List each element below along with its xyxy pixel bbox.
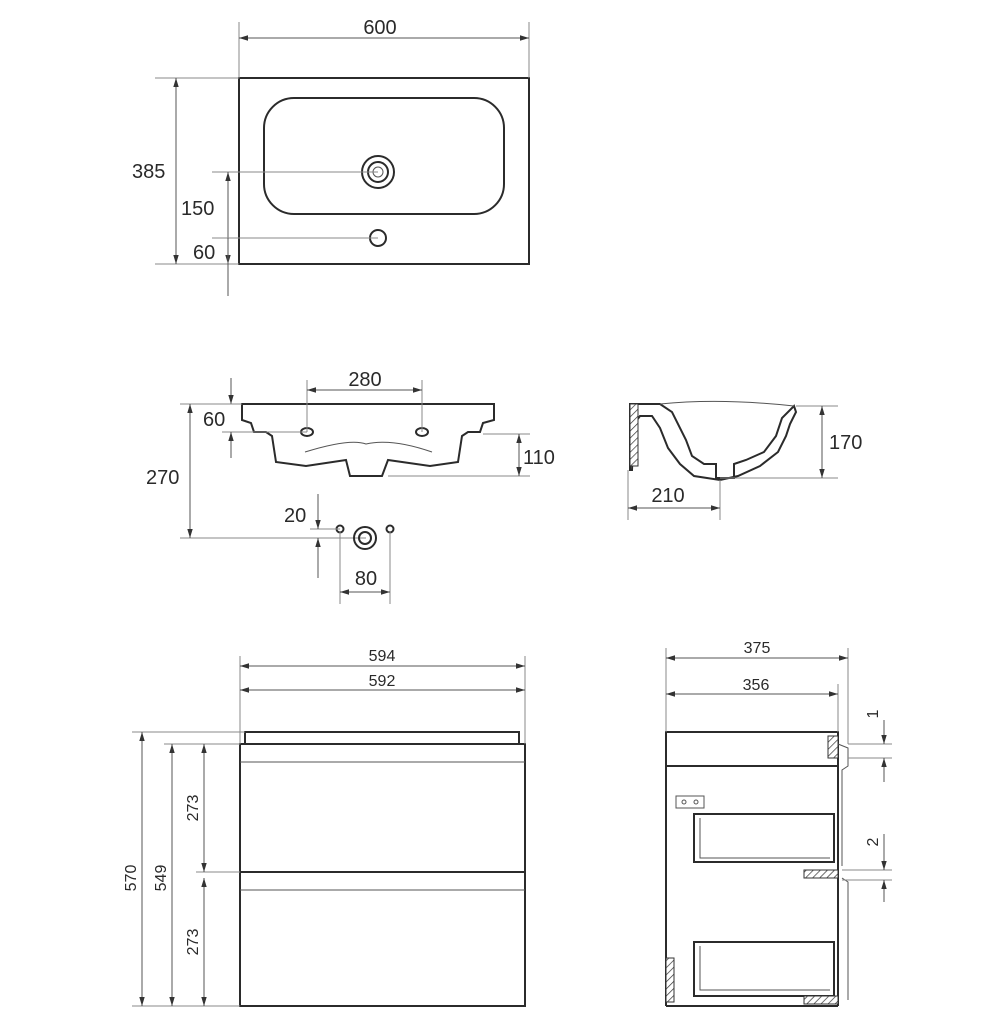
cabinet-top-panel bbox=[244, 731, 520, 745]
cabinet-total-height-label: 570 bbox=[123, 865, 140, 892]
drain-detail-inner bbox=[358, 531, 372, 545]
gap-top-label: 1 bbox=[865, 709, 882, 718]
lower-drawer-height-label: 273 bbox=[185, 929, 202, 956]
mount-spacing-label: 280 bbox=[348, 369, 381, 391]
cabinet-lower-drawer bbox=[239, 871, 526, 1007]
mount-height-label: 60 bbox=[203, 409, 225, 431]
cabinet-upper-drawer bbox=[239, 743, 526, 873]
basin-outline bbox=[238, 77, 530, 265]
gap-middle-label: 2 bbox=[865, 837, 882, 846]
drain-spacing-label: 80 bbox=[355, 568, 377, 590]
outer-depth-label: 375 bbox=[744, 640, 771, 657]
outer-width-label: 594 bbox=[369, 648, 396, 665]
inner-depth-label: 356 bbox=[743, 677, 770, 694]
basin-top-view: 600 385 150 60 bbox=[132, 17, 530, 296]
basin-section-outline bbox=[629, 403, 798, 482]
total-height-label: 270 bbox=[146, 467, 179, 489]
basin-section-wall-hatch bbox=[629, 403, 639, 467]
section-height-label: 170 bbox=[829, 432, 862, 454]
basin-front-outline bbox=[241, 403, 495, 477]
drain-distance-label: 210 bbox=[651, 485, 684, 507]
side-lower-drawer bbox=[693, 941, 835, 997]
cabinet-side-view: 375 356 1 2 bbox=[665, 640, 892, 1007]
side-upper-drawer bbox=[693, 813, 835, 863]
depth-dimension-label: 385 bbox=[132, 161, 165, 183]
side-top-panel bbox=[665, 731, 839, 767]
cabinet-body-height-label: 549 bbox=[153, 865, 170, 892]
overflow-offset-label: 60 bbox=[193, 242, 215, 264]
drain-offset-label: 20 bbox=[284, 505, 306, 527]
basin-section-view: 170 210 bbox=[627, 400, 862, 520]
tap-offset-label: 150 bbox=[181, 198, 214, 220]
bowl-depth-label: 110 bbox=[523, 447, 555, 469]
width-dimension-label: 600 bbox=[363, 17, 396, 39]
basin-bowl-outline bbox=[263, 97, 505, 215]
cabinet-front-view: 594 592 570 549 273 273 bbox=[123, 648, 526, 1007]
side-top-hatch bbox=[827, 735, 839, 759]
inner-width-label: 592 bbox=[369, 673, 396, 690]
basin-front-view: 280 60 270 110 20 80 bbox=[146, 369, 555, 604]
drain-detail-hole-right bbox=[385, 524, 395, 534]
upper-drawer-height-label: 273 bbox=[185, 795, 202, 822]
side-bracket bbox=[675, 795, 705, 809]
drain-detail-outer bbox=[353, 526, 377, 550]
basin-section-rim bbox=[659, 400, 795, 407]
